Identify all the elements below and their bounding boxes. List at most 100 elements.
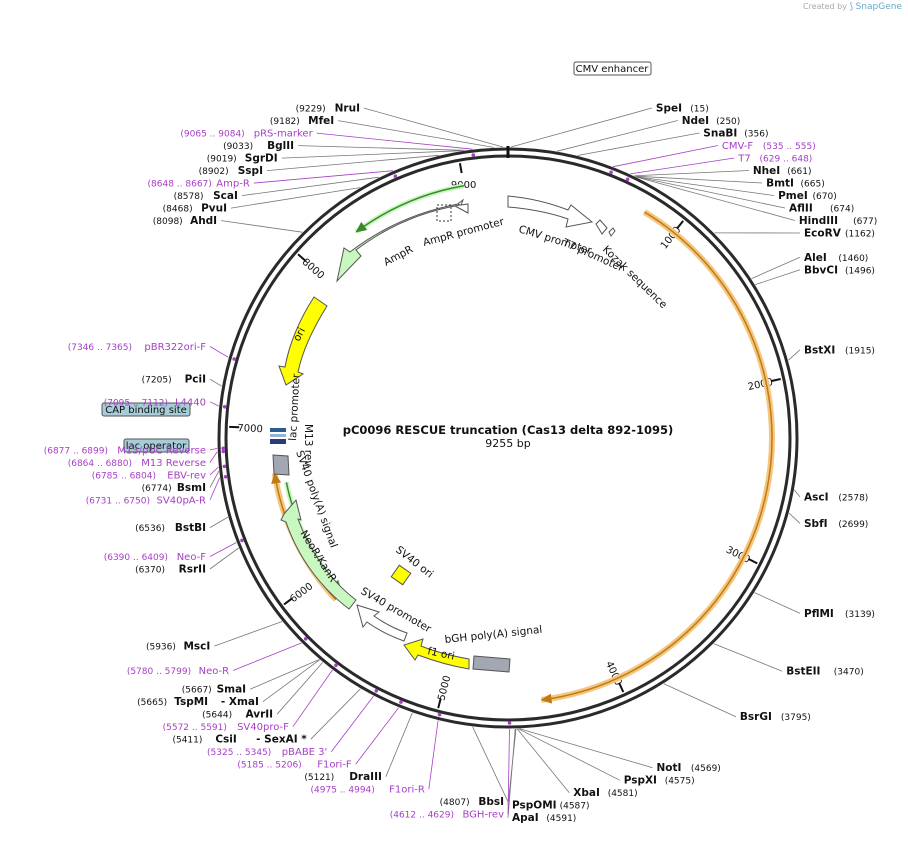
enzyme-site[interactable]: BmtI(665) bbox=[766, 178, 825, 190]
enzyme-site[interactable]: PciI(7205) bbox=[142, 374, 206, 386]
primer-site-mark bbox=[221, 449, 226, 454]
enzyme-site[interactable]: ScaI(8578) bbox=[174, 190, 238, 202]
site-name: TspMI bbox=[174, 696, 208, 708]
enzyme-site[interactable]: NheI(661) bbox=[753, 165, 812, 177]
enzyme-site[interactable]: AscI(2578) bbox=[804, 491, 868, 503]
site-position: (5121) bbox=[304, 773, 334, 783]
primer-site[interactable]: F1ori-F(5185 .. 5206) bbox=[237, 760, 352, 771]
enzyme-site[interactable]: XbaI(4581) bbox=[573, 787, 637, 799]
site-position: (661) bbox=[787, 167, 811, 177]
enzyme-site[interactable]: SspI(8902) bbox=[199, 165, 263, 177]
site-name: M13 Reverse bbox=[141, 458, 206, 469]
leader-line bbox=[221, 220, 303, 233]
enzyme-site[interactable]: DraIII(5121) bbox=[304, 771, 382, 783]
leader-line bbox=[214, 621, 283, 647]
lac-operator-box bbox=[123, 438, 190, 453]
enzyme-site[interactable]: AflII(674) bbox=[789, 203, 854, 215]
primer-site-mark bbox=[232, 357, 236, 361]
primer-site[interactable]: L4440(7095 .. 7112) bbox=[104, 397, 206, 408]
enzyme-site[interactable]: SpeI(15) bbox=[656, 103, 709, 115]
site-name: PflMI bbox=[804, 608, 834, 620]
site-position: (6390 .. 6409) bbox=[104, 553, 168, 563]
enzyme-site[interactable]: PspXI(4575) bbox=[624, 775, 695, 787]
enzyme-site[interactable]: BstEII(3470) bbox=[786, 666, 864, 678]
enzyme-site[interactable]: AleI(1460) bbox=[804, 252, 868, 264]
site-position: (629 .. 648) bbox=[760, 155, 813, 165]
enzyme-site[interactable]: EcoRV(1162) bbox=[804, 228, 875, 240]
primer-site[interactable]: M13/pUC Reverse(6877 .. 6899) bbox=[44, 445, 206, 456]
primer-site[interactable]: BGH-rev(4612 .. 4629) bbox=[390, 810, 504, 821]
leader-line bbox=[209, 516, 229, 528]
enzyme-site[interactable]: SgrDI(9019) bbox=[207, 153, 278, 165]
site-name: BstXI bbox=[804, 344, 835, 356]
site-extra: - SexAI * bbox=[256, 734, 307, 746]
primer-site[interactable]: M13 Reverse(6864 .. 6880) bbox=[68, 458, 206, 469]
primer-site[interactable]: EBV-rev(6785 .. 6804) bbox=[92, 470, 206, 481]
enzyme-site[interactable]: BglII(9033) bbox=[223, 140, 294, 152]
site-position: (677) bbox=[853, 217, 877, 227]
boxed-labels: CMV enhancer CAP binding site lac operat… bbox=[101, 61, 652, 453]
cap-binding-site-label: CAP binding site bbox=[105, 405, 187, 416]
primer-site[interactable]: SV40pA-R(6731 .. 6750) bbox=[86, 495, 206, 506]
enzyme-site[interactable]: SbfI(2699) bbox=[804, 518, 868, 530]
enzyme-site[interactable]: NruI(9229) bbox=[296, 103, 360, 115]
site-position: (5411) bbox=[172, 736, 202, 746]
enzyme-site[interactable]: HindIII(677) bbox=[799, 215, 877, 227]
ampr-promoter-arrow bbox=[454, 198, 469, 214]
leader-line bbox=[663, 683, 737, 718]
site-name: XbaI bbox=[573, 787, 600, 799]
enzyme-site[interactable]: PvuI(8468) bbox=[163, 203, 227, 215]
tick-mark bbox=[297, 253, 307, 262]
primer-site[interactable]: CMV-F(535 .. 555) bbox=[722, 141, 816, 152]
primer-site[interactable]: T7(629 .. 648) bbox=[737, 154, 812, 165]
enzyme-site[interactable]: NdeI(250) bbox=[682, 115, 741, 127]
enzyme-site[interactable]: NotI(4569) bbox=[657, 762, 721, 774]
enzyme-site[interactable]: PflMI(3139) bbox=[804, 608, 875, 620]
site-position: (6370) bbox=[135, 566, 165, 576]
enzyme-site[interactable]: PmeI(670) bbox=[778, 190, 837, 202]
site-position: (5665) bbox=[137, 698, 167, 708]
leader-line bbox=[292, 669, 333, 727]
enzyme-site[interactable]: BsrGI(3795) bbox=[740, 711, 811, 723]
leader-line bbox=[788, 349, 801, 361]
enzyme-site[interactable]: AhdI(8098) bbox=[153, 215, 217, 227]
primer-site[interactable]: SV40pro-F(5572 .. 5591) bbox=[163, 722, 290, 733]
primer-site[interactable]: pBR322ori-F(7346 .. 7365) bbox=[68, 342, 207, 353]
primer-site[interactable]: Neo-F(6390 .. 6409) bbox=[104, 552, 207, 563]
primer-site[interactable]: F1ori-R(4975 .. 4994) bbox=[311, 785, 425, 796]
site-name: SnaBI bbox=[703, 128, 737, 140]
enzyme-site[interactable]: SnaBI(356) bbox=[703, 128, 768, 140]
enzyme-site[interactable]: BstBI(6536) bbox=[135, 522, 206, 534]
enzyme-site[interactable]: ApaI(4591) bbox=[512, 812, 576, 824]
leader-line bbox=[330, 695, 374, 752]
leader-line bbox=[281, 150, 462, 159]
site-name: BbsI bbox=[478, 796, 504, 808]
primer-site[interactable]: Amp-R(8648 .. 8667) bbox=[148, 179, 250, 190]
site-name: BsrGI bbox=[740, 711, 772, 723]
enzyme-site[interactable]: BsmI(6774) bbox=[142, 482, 206, 494]
enzyme-site[interactable]: RsrII(6370) bbox=[135, 564, 206, 576]
sv40-polya-shape bbox=[272, 454, 290, 476]
enzyme-site[interactable]: BstXI(1915) bbox=[804, 344, 875, 356]
site-position: (3470) bbox=[834, 668, 864, 678]
enzyme-site[interactable]: MfeI(9182) bbox=[270, 115, 334, 127]
feature-label-ori: ori bbox=[291, 326, 308, 344]
enzyme-site[interactable]: MscI(5936) bbox=[146, 641, 210, 653]
enzyme-site[interactable]: - SexAI *CsiI(5411) bbox=[172, 734, 307, 746]
leader-line bbox=[209, 451, 218, 463]
primer-site[interactable]: pBABE 3'(5325 .. 5345) bbox=[207, 747, 327, 758]
site-name: NdeI bbox=[682, 115, 709, 127]
primer-site[interactable]: Neo-R(5780 .. 5799) bbox=[127, 666, 229, 677]
site-position: (9065 .. 9084) bbox=[180, 130, 244, 140]
enzyme-site[interactable]: BbvCI(1496) bbox=[804, 264, 875, 276]
enzyme-site[interactable]: PspOMI(4587) bbox=[512, 800, 590, 812]
primer-site-mark bbox=[399, 700, 403, 704]
enzyme-site[interactable]: BbsI(4807) bbox=[440, 796, 504, 808]
leader-line bbox=[253, 170, 394, 184]
enzyme-site[interactable]: AvrII(5644) bbox=[202, 709, 273, 721]
site-name: Amp-R bbox=[216, 179, 250, 190]
leader-line bbox=[793, 489, 801, 498]
primer-site[interactable]: pRS-marker(9065 .. 9084) bbox=[180, 129, 313, 140]
enzyme-site[interactable]: SmaI(5667) bbox=[182, 684, 246, 696]
